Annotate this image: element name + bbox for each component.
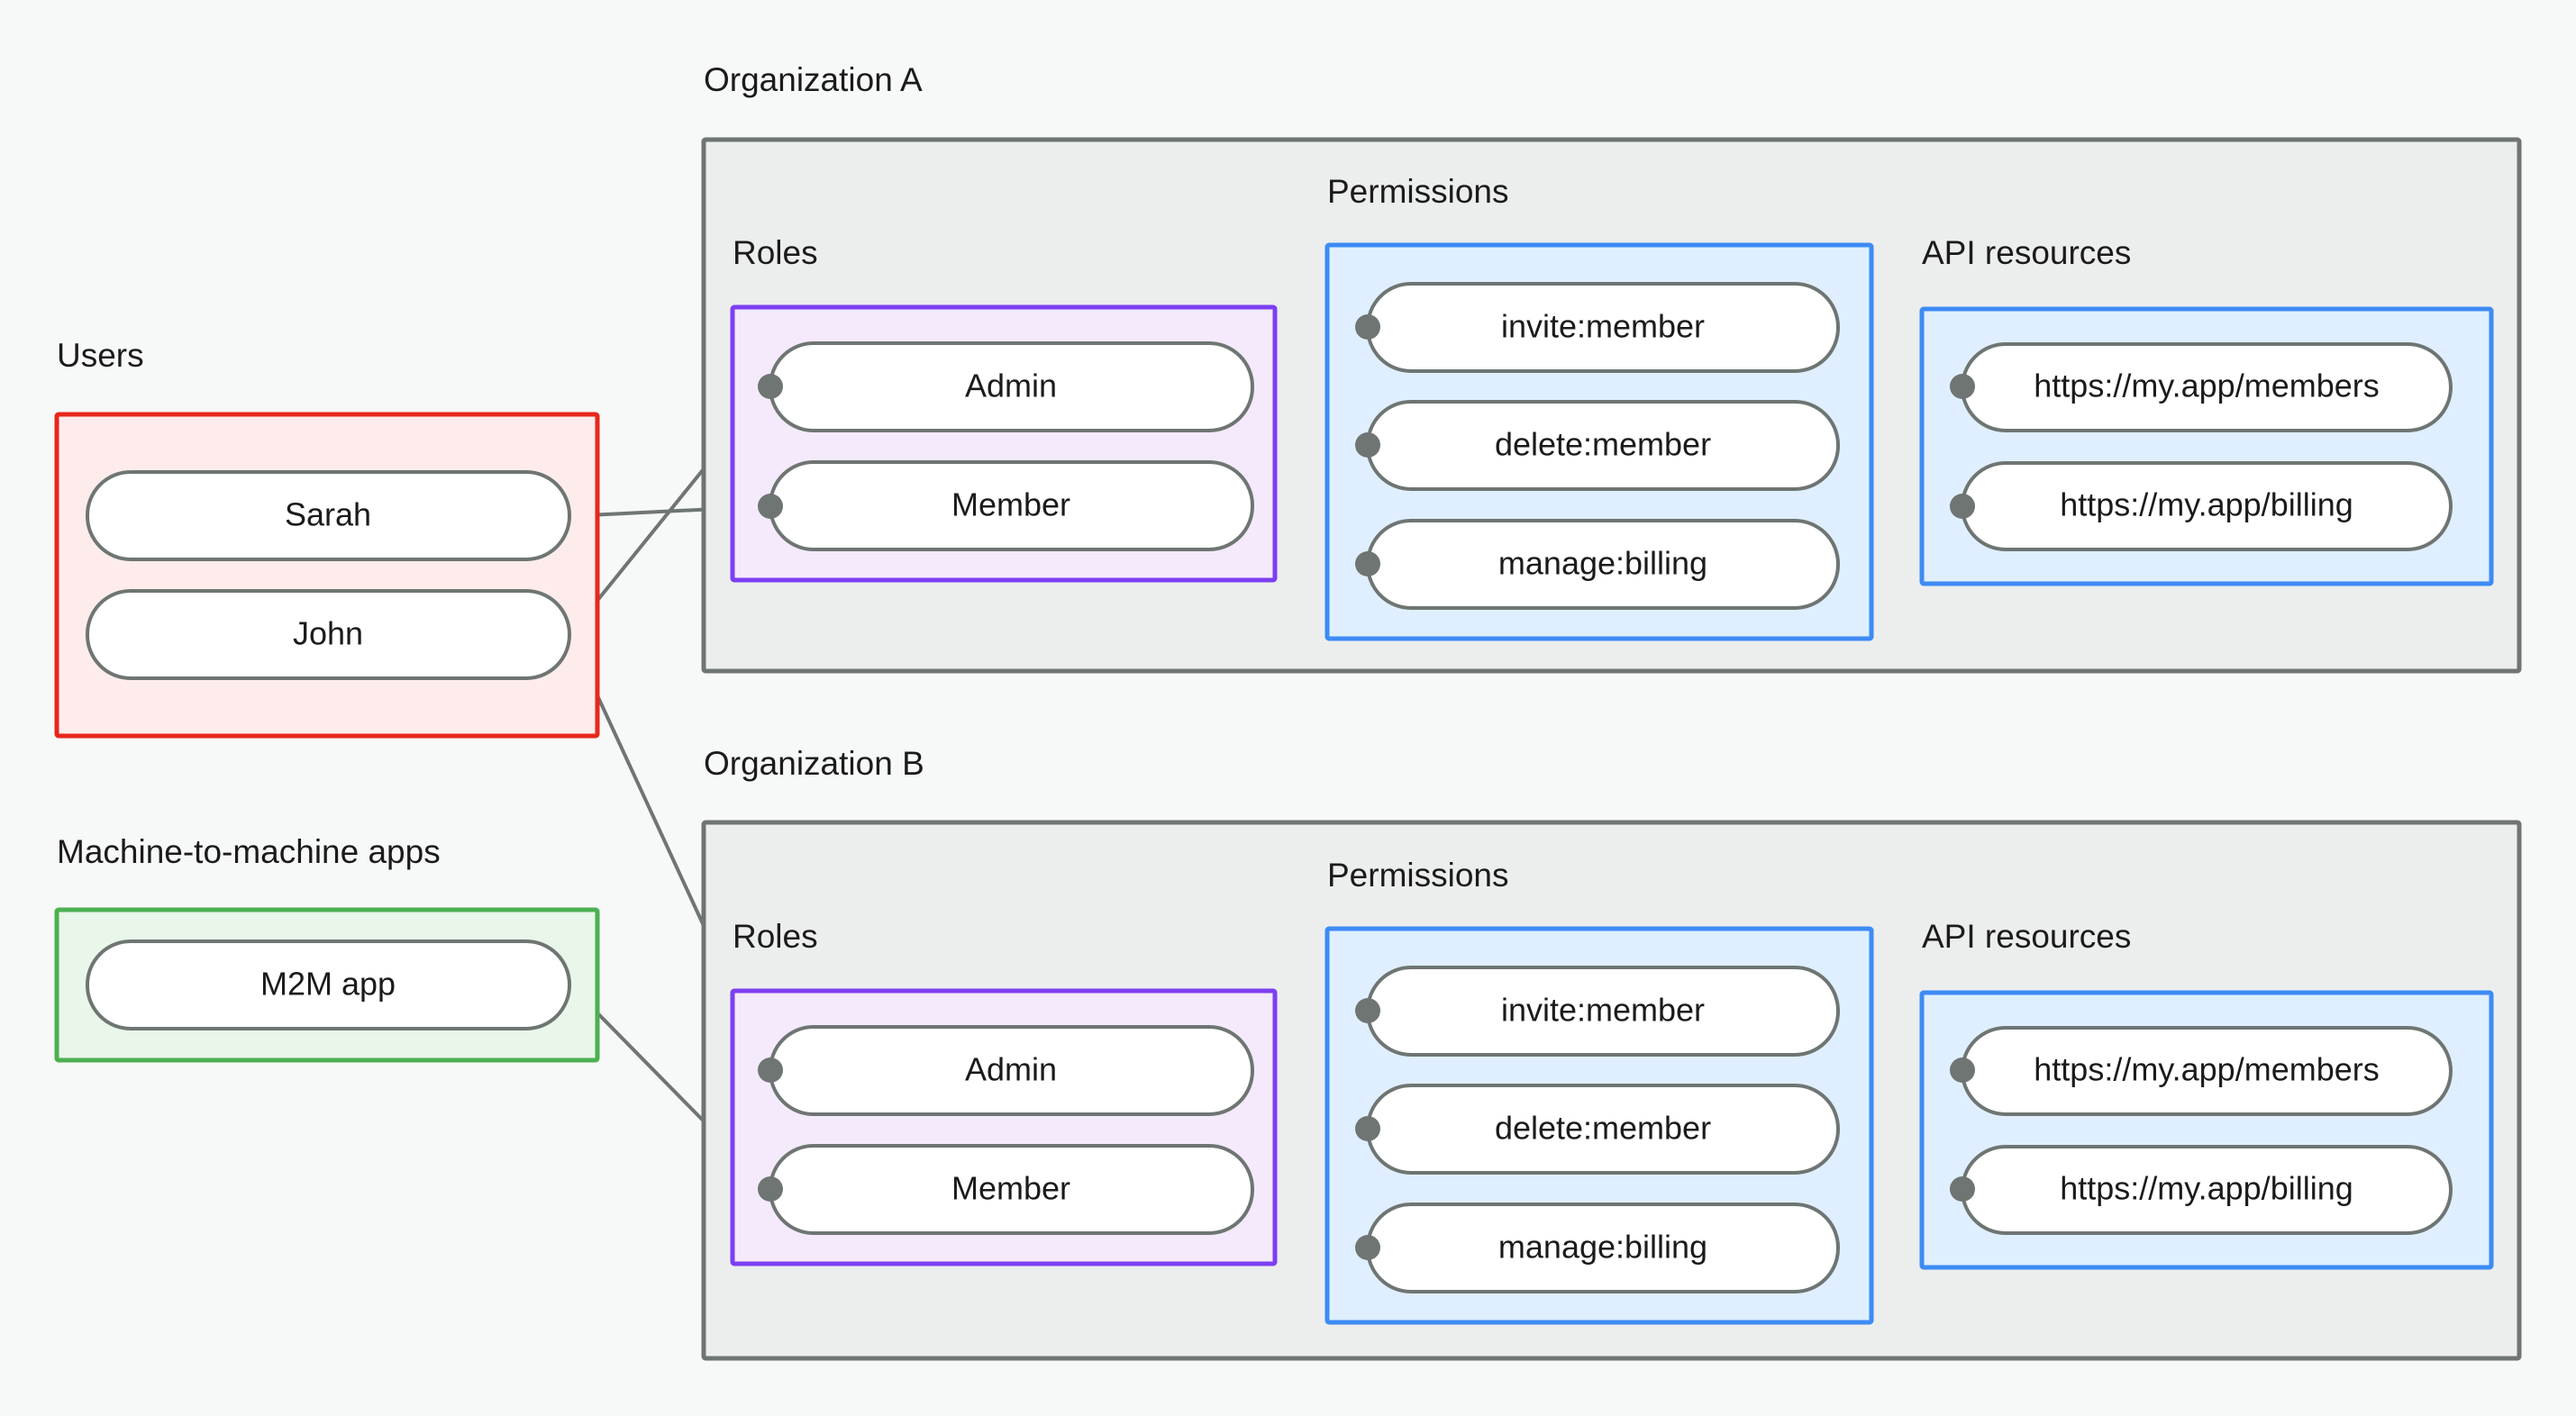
m2m-app-node[interactable]: M2M app xyxy=(86,939,571,1030)
org-a-api-resource-members-label: https://my.app/members xyxy=(2034,368,2379,404)
endpoint-org-a-invite-in xyxy=(1355,314,1380,340)
org-b-permission-invite-member[interactable]: invite:member xyxy=(1366,966,1840,1057)
org-a-roles-label: Roles xyxy=(733,234,818,271)
endpoint-org-a-res-billing-in xyxy=(1950,494,1975,519)
org-b-api-resource-billing[interactable]: https://my.app/billing xyxy=(1961,1145,2453,1235)
org-b-roles-label: Roles xyxy=(733,918,818,955)
org-b-api-resources-label: API resources xyxy=(1922,918,2131,955)
org-b-permission-delete-member-label: delete:member xyxy=(1495,1110,1711,1147)
user-john-label: John xyxy=(293,615,363,652)
org-b-role-admin[interactable]: Admin xyxy=(769,1025,1254,1116)
org-a-permission-manage-billing-label: manage:billing xyxy=(1498,545,1707,582)
org-b-permission-delete-member[interactable]: delete:member xyxy=(1366,1084,1840,1175)
org-b-role-member[interactable]: Member xyxy=(769,1144,1254,1235)
users-label: Users xyxy=(57,337,144,374)
org-a-api-resource-members[interactable]: https://my.app/members xyxy=(1961,342,2453,432)
endpoint-org-a-billing-in xyxy=(1355,551,1380,576)
org-b-permission-manage-billing-label: manage:billing xyxy=(1498,1229,1707,1266)
org-a-permission-delete-member-label: delete:member xyxy=(1495,426,1711,463)
org-a-permission-manage-billing[interactable]: manage:billing xyxy=(1366,519,1840,610)
endpoint-org-b-admin-in xyxy=(758,1057,783,1083)
org-b-permission-invite-member-label: invite:member xyxy=(1501,992,1705,1029)
endpoint-org-b-delete-in xyxy=(1355,1116,1380,1141)
org-a-role-admin-label: Admin xyxy=(965,368,1057,404)
endpoint-org-a-member-in xyxy=(758,494,783,519)
m2m-app-pill[interactable] xyxy=(86,939,571,1030)
endpoint-org-a-delete-in xyxy=(1355,432,1380,458)
org-a-role-member[interactable]: Member xyxy=(769,460,1254,551)
org-a-role-member-label: Member xyxy=(951,486,1070,523)
org-a-api-resource-billing-label: https://my.app/billing xyxy=(2060,486,2353,523)
org-b-title: Organization B xyxy=(704,745,924,782)
org-a-role-admin[interactable]: Admin xyxy=(769,341,1254,432)
user-john-pill[interactable] xyxy=(86,589,571,680)
m2m-app-label: M2M app xyxy=(260,966,396,1003)
org-b-api-resource-members-label: https://my.app/members xyxy=(2034,1051,2379,1088)
endpoint-org-a-res-members-in xyxy=(1950,374,1975,399)
endpoint-org-b-invite-in xyxy=(1355,998,1380,1023)
user-sarah-pill[interactable] xyxy=(86,470,571,561)
m2m-apps-label: Machine-to-machine apps xyxy=(57,833,441,870)
org-a-api-resources-label: API resources xyxy=(1922,234,2131,271)
org-b-permissions-label: Permissions xyxy=(1327,857,1509,894)
endpoint-org-b-member-in xyxy=(758,1176,783,1202)
org-a-api-resource-billing[interactable]: https://my.app/billing xyxy=(1961,461,2453,551)
user-sarah-label: Sarah xyxy=(285,496,371,533)
users-group xyxy=(54,412,600,739)
endpoint-org-b-billing-in xyxy=(1355,1235,1380,1260)
user-sarah[interactable]: Sarah xyxy=(86,470,571,561)
org-a-permission-delete-member[interactable]: delete:member xyxy=(1366,400,1840,491)
org-b-api-resource-billing-label: https://my.app/billing xyxy=(2060,1170,2353,1207)
org-b-role-admin-label: Admin xyxy=(965,1051,1057,1088)
org-a-permissions-label: Permissions xyxy=(1327,173,1509,210)
org-b-permission-manage-billing[interactable]: manage:billing xyxy=(1366,1203,1840,1293)
user-john[interactable]: John xyxy=(86,589,571,680)
endpoint-org-a-admin-in xyxy=(758,374,783,399)
org-b-role-member-label: Member xyxy=(951,1170,1070,1207)
endpoint-org-b-res-billing-in xyxy=(1950,1176,1975,1202)
org-a-permission-invite-member[interactable]: invite:member xyxy=(1366,282,1840,373)
connection-endpoint-layer xyxy=(758,314,1975,1260)
org-b-api-resource-members[interactable]: https://my.app/members xyxy=(1961,1026,2453,1116)
org-a-permission-invite-member-label: invite:member xyxy=(1501,308,1705,345)
endpoint-org-b-res-members-in xyxy=(1950,1057,1975,1083)
org-a-title: Organization A xyxy=(704,61,923,98)
